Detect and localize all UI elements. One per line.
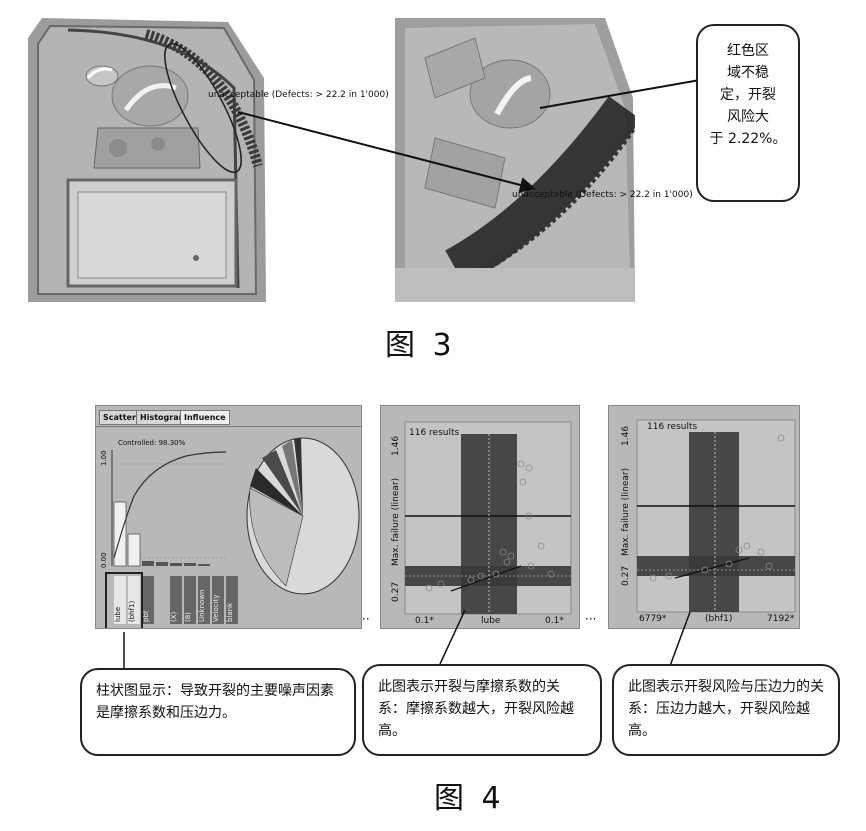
figure-4-caption: 图 4 bbox=[434, 781, 505, 816]
callout-line: 红色区 bbox=[727, 43, 769, 59]
x-axis-left: 6779* bbox=[639, 614, 667, 624]
figure-3-caption: 图 3 bbox=[385, 328, 456, 363]
pareto-chart bbox=[111, 437, 360, 595]
x-axis-left: 0.1* bbox=[415, 616, 434, 626]
callout-line: 于 2.22%。 bbox=[709, 131, 787, 147]
callout-line: 风险大 bbox=[727, 109, 769, 125]
ellipsis-dots: ·· bbox=[362, 612, 370, 626]
defect-label-right: unacceptable (Defects: > 22.2 in 1'000) bbox=[512, 190, 693, 200]
bubble-histogram-note: 柱状图显示：导致开裂的主要噪声因素是摩擦系数和压边力。 bbox=[80, 668, 356, 756]
callout-line: 定，开裂 bbox=[720, 87, 776, 103]
ellipsis-dots: ··· bbox=[585, 612, 597, 626]
door-panel-image-left bbox=[28, 18, 278, 302]
scatter-bhf-plot bbox=[636, 419, 796, 613]
defect-label-left: unacceptable (Defects: > 22.2 in 1'000) bbox=[208, 90, 389, 100]
results-count: 116 results bbox=[409, 428, 460, 438]
callout-arrows-fig3 bbox=[237, 79, 701, 193]
callout-line: 域不稳 bbox=[727, 65, 769, 81]
callout-bubble-red-region: 红色区 域不稳 定，开裂 风险大 于 2.22%。 bbox=[696, 24, 800, 202]
results-count: 116 results bbox=[647, 422, 698, 432]
scatter-lube-panel: 116 results Max. failure (linear) 1.46 0… bbox=[380, 405, 580, 629]
scatter-bhf-panel: 116 results Max. failure (linear) 1.46 0… bbox=[608, 405, 800, 629]
bubble-friction-note: 此图表示开裂与摩擦系数的关系：摩擦系数越大，开裂风险越高。 bbox=[362, 664, 602, 756]
door-panel-image-zoomed bbox=[395, 18, 642, 302]
x-axis-right: 7192* bbox=[767, 614, 795, 624]
x-axis-right: 0.1* bbox=[545, 616, 564, 626]
scatter-lube-plot bbox=[404, 421, 572, 615]
tab-influence[interactable]: Influence bbox=[180, 410, 230, 425]
highlight-box bbox=[105, 572, 143, 628]
controlled-label: Controlled: 98.30% bbox=[118, 439, 186, 447]
x-axis-mid: lube bbox=[481, 616, 501, 626]
bubble-blankholder-note: 此图表示开裂风险与压边力的关系：压边力越大，开裂风险越高。 bbox=[612, 664, 840, 756]
x-axis-mid: (bhf1) bbox=[705, 614, 733, 624]
influence-panel: Scatter Histogram Influence Controlled: … bbox=[95, 405, 362, 629]
